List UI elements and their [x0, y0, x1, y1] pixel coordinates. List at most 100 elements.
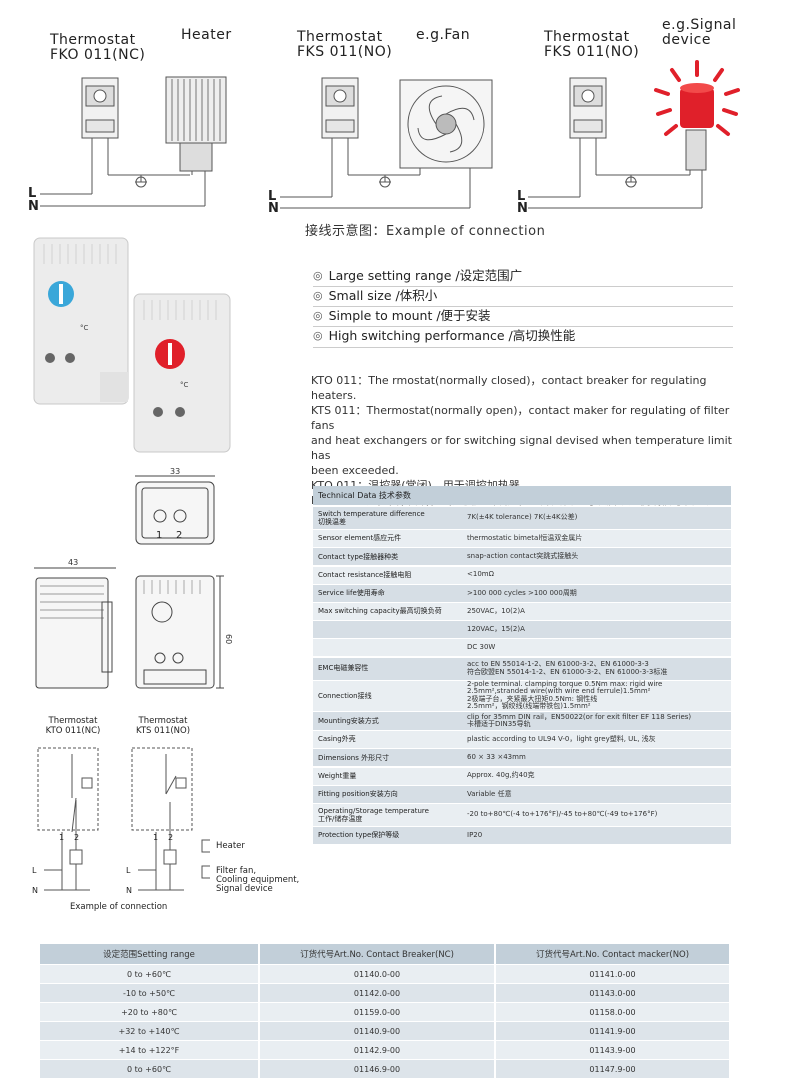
features-list: ◎Large setting range /设定范围广 ◎Small size … [313, 266, 733, 346]
signal-tower-icon [685, 129, 707, 171]
tech-table-row: Service life使用寿命 >100 000 cycles >100 000… [313, 584, 731, 602]
order-table: 设定范围Setting range 订货代号Art.No. Contact Br… [40, 944, 729, 1078]
tech-table-row: Contact resistance接触电阻<10mΩ [313, 566, 731, 584]
tech-row-value: 60 × 33 ×43mm [467, 753, 526, 762]
wiring-left-title: Thermostat FKO 011(NC) [50, 32, 146, 63]
tech-row-value: 7K(±4K tolerance) 7K(±4K公差) [467, 513, 578, 522]
feature-divider [313, 286, 733, 287]
feature-item: ◎Large setting range /设定范围广 [313, 266, 733, 286]
thermostat-kts-image: °C [133, 293, 231, 453]
order-cell-range: +20 to +80℃ [40, 1002, 259, 1022]
schematic-drawing: 1 2 1 2 L N L N [32, 747, 210, 895]
tech-table-row: Connection接线 2-pole terminal. clamping to… [313, 679, 731, 711]
feature-item: ◎Simple to mount /便于安装 [313, 306, 733, 326]
tech-row-value: 2-pole terminal. clamping torque 0.5Nm m… [467, 679, 663, 711]
tech-row-value: snap-action contact突跳式接触头 [467, 552, 579, 561]
tech-table-row: 120VAC，15(2)A [313, 621, 731, 639]
schematic-kto-L: L [32, 866, 37, 875]
order-cell-no: 01141.0-00 [494, 964, 729, 984]
dim-depth: 43 [68, 558, 78, 567]
schematic-heater-label: Heater [216, 841, 245, 851]
order-cell-no: 01143.9-00 [494, 1040, 729, 1060]
order-cell-range: +14 to +122°F [40, 1040, 259, 1060]
tech-row-label: Weight重量 [318, 771, 357, 780]
wiring-right-L: L [517, 189, 526, 204]
dimension-drawing: 33 43 60 1 2 [34, 467, 233, 689]
order-cell-nc: 01142.0-00 [258, 983, 495, 1003]
bullet-icon: ◎ [313, 329, 323, 342]
dim-width: 33 [170, 467, 180, 476]
dim-terminal-1: 1 [156, 530, 162, 541]
tech-row-label: Contact type接触器种类 [318, 552, 399, 561]
tech-row-value: <10mΩ [467, 570, 494, 579]
wiring-middle-L: L [268, 189, 277, 204]
tech-row-label: Sensor element感应元件 [318, 534, 402, 543]
tech-row-label: Mounting安装方式 [318, 716, 379, 725]
bullet-icon: ◎ [313, 289, 323, 302]
bullet-icon: ◎ [313, 309, 323, 322]
tech-row-label: Max switching capacity最高切换负荷 [318, 607, 442, 616]
schematic-kts-t2: 2 [168, 833, 173, 842]
thermostat-kto-image: °C [33, 237, 129, 405]
schematic-kts-L: L [126, 866, 131, 875]
wiring-right-device: e.g.Signal device [662, 17, 737, 48]
wiring-middle-N: N [268, 201, 279, 216]
order-cell-nc: 01140.0-00 [258, 964, 495, 984]
feature-divider [313, 347, 733, 348]
order-cell-nc: 01142.9-00 [258, 1040, 495, 1060]
order-cell-no: 01141.9-00 [494, 1021, 729, 1041]
order-cell-nc: 01159.0-00 [258, 1002, 495, 1022]
tech-table-row: Casing外壳 plastic according to UL94 V-0，li… [313, 731, 731, 749]
wiring-right-N: N [517, 201, 528, 216]
tech-row-label [313, 621, 461, 638]
tech-row-value: >100 000 cycles >100 000周期 [467, 588, 577, 597]
tech-row-value: IP20 [467, 830, 483, 839]
feature-divider [313, 326, 733, 327]
wiring-middle-device: e.g.Fan [416, 27, 471, 43]
order-header-no: 订货代号Art.No. Contact macker(NO) [494, 944, 729, 965]
order-cell-no: 01143.0-00 [494, 983, 729, 1003]
wiring-middle-title: Thermostat FKS 011(NO) [297, 29, 393, 60]
tech-row-label [313, 639, 461, 656]
order-cell-no: 01147.9-00 [494, 1059, 729, 1078]
tech-row-value: plastic according to UL94 V-0，light grey… [467, 734, 656, 743]
tech-row-label: Operating/Storage temperature 工作/储存温度 [318, 806, 429, 824]
wiring-caption: 接线示意图：Example of connection [305, 224, 546, 239]
tech-row-label: Fitting position安装方向 [318, 790, 398, 799]
dim-height: 60 [224, 634, 233, 644]
tech-row-label: Service life使用寿命 [318, 589, 385, 598]
kts-unit-label: °C [180, 381, 189, 389]
order-cell-range: +32 to +140℃ [40, 1021, 259, 1041]
tech-table-title: Technical Data 技术参数 [313, 486, 731, 505]
order-cell-nc: 01140.9-00 [258, 1021, 495, 1041]
tech-row-value: Variable 任意 [467, 789, 512, 798]
kto-unit-label: °C [80, 324, 89, 332]
order-cell-no: 01158.0-00 [494, 1002, 729, 1022]
order-cell-range: 0 to +60℃ [40, 964, 259, 984]
schematic-kts-t1: 1 [153, 833, 158, 842]
wiring-right-title: Thermostat FKS 011(NO) [544, 29, 640, 60]
schematic-fan-label: Filter fan, Cooling equipment, Signal de… [216, 866, 300, 894]
order-header-nc: 订货代号Art.No. Contact Breaker(NC) [258, 944, 495, 965]
schematic-kts-title: Thermostat KTS 011(NO) [135, 716, 191, 736]
tech-table-row: Operating/Storage temperature 工作/储存温度-20… [313, 804, 731, 826]
feature-item: ◎Small size /体积小 [313, 286, 733, 306]
feature-divider [313, 306, 733, 307]
order-cell-nc: 01146.9-00 [258, 1059, 495, 1078]
tech-row-value: DC 30W [467, 643, 496, 652]
tech-row-label: Casing外壳 [318, 735, 356, 744]
schematic-caption: Example of connection [70, 902, 168, 912]
tech-row-label: Connection接线 [318, 691, 372, 700]
wiring-left-N: N [28, 199, 39, 214]
bullet-icon: ◎ [313, 269, 323, 282]
